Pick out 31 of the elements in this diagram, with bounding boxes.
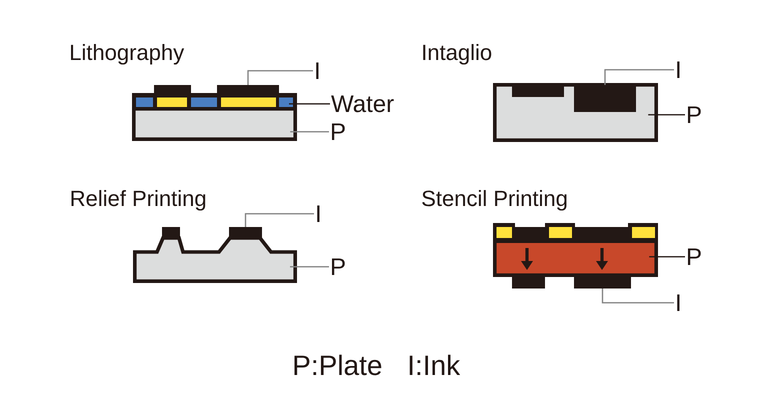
ink-layer xyxy=(512,85,564,97)
callout-letter: I xyxy=(677,294,680,311)
callout-letter: P xyxy=(332,123,345,140)
callout-label: Water xyxy=(331,95,394,112)
callout-letter: P xyxy=(332,258,345,275)
callout-letter: I xyxy=(316,62,318,79)
callout-letter: P xyxy=(688,106,701,123)
callout-letter: I xyxy=(317,205,320,222)
panel-title: Stencil Printing xyxy=(422,190,566,211)
callout-letter: I xyxy=(677,61,680,78)
ink-layer xyxy=(217,85,279,94)
ink-layer xyxy=(154,85,191,94)
callout-letter: P xyxy=(688,248,701,265)
plate xyxy=(133,236,297,283)
panel-title: Lithography xyxy=(71,44,184,65)
leader-line xyxy=(289,103,330,104)
panel-title: Intaglio xyxy=(423,44,492,65)
key-label: P:Plate xyxy=(294,354,382,376)
leader-line xyxy=(602,288,674,304)
ink-layer xyxy=(574,85,636,112)
leader-line xyxy=(244,213,314,227)
leader-line xyxy=(604,69,674,85)
key-label: I:Ink xyxy=(410,354,460,375)
leader-line xyxy=(247,70,313,85)
leader-line xyxy=(649,256,685,258)
leader-line xyxy=(290,266,329,268)
panel-title: Relief Printing xyxy=(72,190,206,211)
ink-layer xyxy=(574,276,631,288)
leader-line xyxy=(648,114,685,116)
ink-layer xyxy=(512,276,545,288)
leader-line xyxy=(290,131,329,132)
